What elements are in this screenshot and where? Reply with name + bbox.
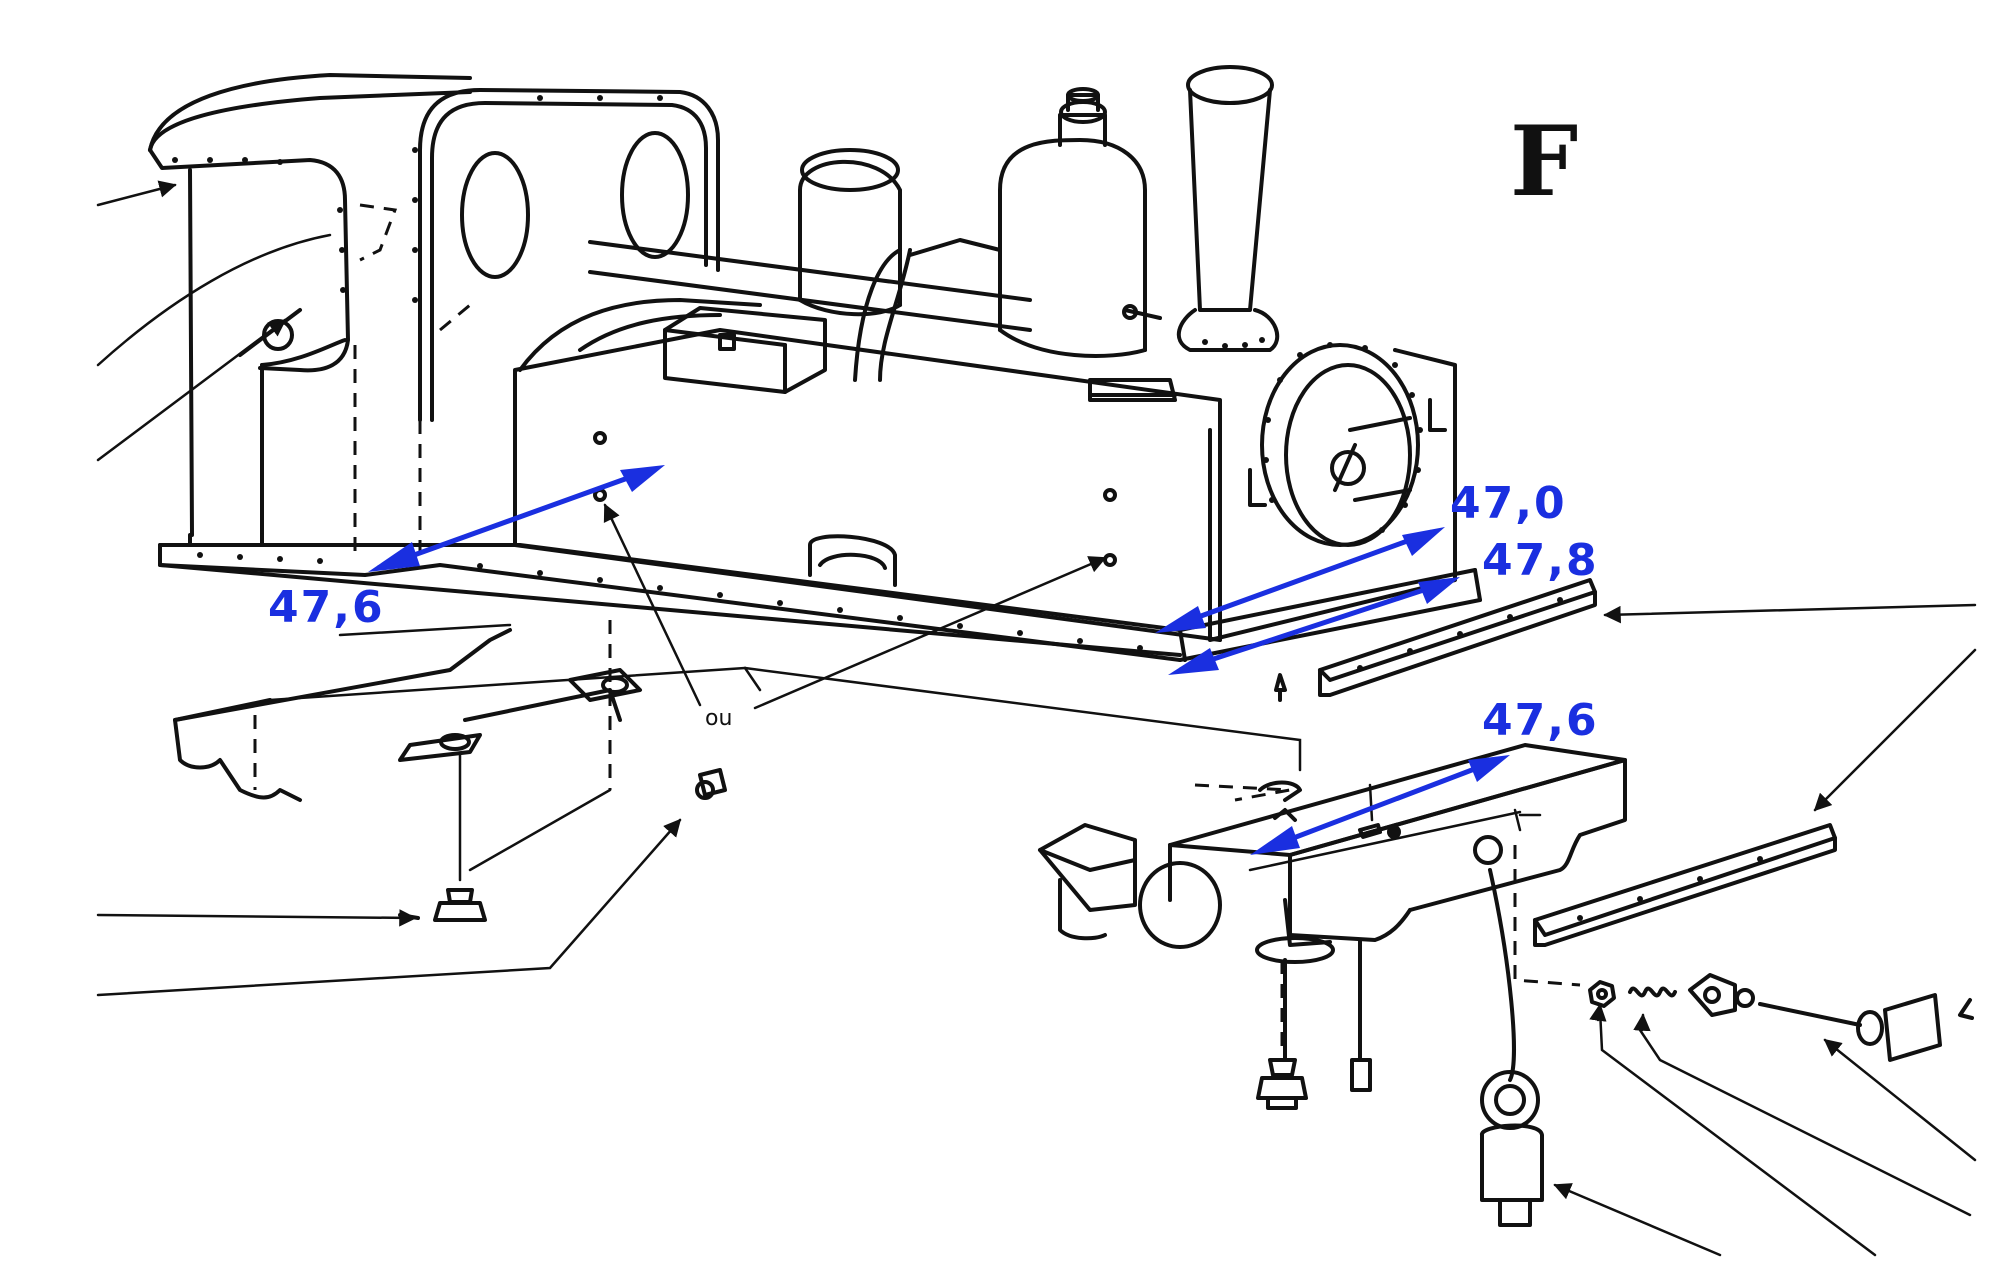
dim-label-front-bottom: 47,8 bbox=[1482, 535, 1599, 586]
front-frame-spacer bbox=[743, 666, 1627, 1062]
ou-label: ou bbox=[705, 706, 732, 731]
dim-label-cab-side: 47,6 bbox=[268, 582, 385, 633]
footplate bbox=[158, 533, 1482, 662]
dimension-bunker: 47,6 bbox=[1250, 695, 1599, 855]
dimension-cab-side: 47,6 bbox=[268, 465, 665, 633]
leader-lines-left bbox=[96, 180, 682, 997]
dimension-front-top: 47,0 bbox=[1155, 478, 1567, 633]
cab bbox=[148, 73, 720, 560]
dimension-front-bottom: 47,8 bbox=[1168, 535, 1599, 675]
dim-label-front-top: 47,0 bbox=[1450, 478, 1567, 529]
angle-strip-lower bbox=[1533, 648, 1977, 947]
boiler-body bbox=[513, 65, 1457, 642]
frame-spacer-rear bbox=[173, 620, 762, 922]
dim-label-bunker: 47,6 bbox=[1482, 695, 1599, 746]
ou-annotation: ou bbox=[603, 503, 1107, 731]
hardware-bottom bbox=[1256, 868, 1977, 1257]
locating-marks bbox=[1274, 673, 1287, 702]
section-letter: F bbox=[1510, 105, 1578, 218]
angle-strip-upper bbox=[1318, 578, 1977, 697]
